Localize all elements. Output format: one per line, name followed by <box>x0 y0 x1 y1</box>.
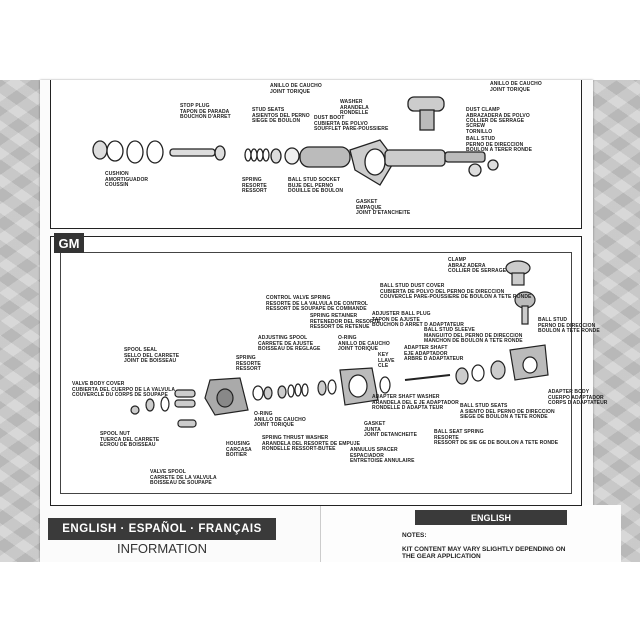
languages-banner: ENGLISH · ESPAÑOL · FRANÇAIS <box>48 518 276 540</box>
label-spring-thrust-washer: SPRING THRUST WASHER ARANDELA DEL RESORT… <box>262 435 361 452</box>
label-ball-stud-sleeve: BALL STUD SLEEVE MANGUITO DEL PERNO DE D… <box>424 327 523 344</box>
label-ball-stud-socket: BALL STUD SOCKET BUJE DEL PERNO DOUILLE … <box>288 177 344 194</box>
english-badge: ENGLISH <box>415 510 567 525</box>
label-cushion: CUSHION AMORTIGUADOR COUSSIN <box>105 171 149 188</box>
label-spool-nut: SPOOL NUT TUERCA DEL CARRETE ECROU DE BO… <box>100 431 160 448</box>
label-gasket-top: GASKET EMPAQUE JOINT D'ETANCHEITE <box>356 199 411 216</box>
label-oring-top-right: ANILLO DE CAUCHO JOINT TORIQUE <box>490 81 542 93</box>
label-stop-plug: STOP PLUG TAPON DE PARADA BOUCHON D'ARRE… <box>180 103 231 120</box>
label-adjusting-spool: ADJUSTING SPOOL CARRETE DE AJUSTE BOISSE… <box>258 335 321 352</box>
label-oring-gm-1: O-RING ANILLO DE CAUCHO JOINT TORIQUE <box>338 335 390 352</box>
label-adapter-body: ADAPTER BODY CUERPO ADAPTADOR CORPS D AD… <box>548 389 608 406</box>
label-clamp: CLAMP ABRAZ ADERA COLLIER DE SERRAGE <box>448 257 507 274</box>
label-ball-stud-gm: BALL STUD PERNO DE DIRECCION BOULON A TE… <box>538 317 600 334</box>
label-adjuster-ball-plug: ADJUSTER BALL PLUG TAPON DE AJUSTE BOUCH… <box>372 311 464 328</box>
label-dust-boot: DUST BOOT CUBIERTA DE POLVO SOUFFLET PAR… <box>314 115 389 132</box>
label-adapter-shaft: ADAPTER SHAFT EJE ADAPTADOR ARBRE D ADAP… <box>404 345 464 362</box>
label-ball-stud-dust-cover: BALL STUD DUST COVER CUBIERTA DE POLVO D… <box>380 283 532 300</box>
label-valve-spool: VALVE SPOOL CARRETE DE LA VALVULA BOISSE… <box>150 469 217 486</box>
label-screw: SCREW TORNILLO <box>466 123 493 135</box>
notes-text: KIT CONTENT MAY VARY SLIGHTLY DEPENDING … <box>402 546 566 560</box>
gm-badge: GM <box>54 233 84 253</box>
label-washer: WASHER ARANDELA RONDELLE <box>340 99 369 116</box>
label-oring-gm-2: O-RING ANILLO DE CAUCHO JOINT TORIQUE <box>254 411 306 428</box>
label-housing: HOUSING CARCASA BOITIER <box>226 441 252 458</box>
label-dust-clamp: DUST CLAMP ABRAZADERA DE POLVO COLLIER D… <box>466 107 530 124</box>
label-oring-top-left: ANILLO DE CAUCHO JOINT TORIQUE <box>270 83 322 95</box>
label-ball-stud-top: BALL STUD PERNO DE DIRECCION BOULON A TE… <box>466 136 533 153</box>
label-adapter-shaft-washer: ADAPTER SHAFT WASHER ARANDELA DEL E JE A… <box>372 394 459 411</box>
information-title: INFORMATION <box>116 541 208 556</box>
label-key: KEY LLAVE CLE <box>378 352 395 369</box>
label-control-valve-spring: CONTROL VALVE SPRING RESORTE DE LA VALVU… <box>266 295 369 312</box>
label-ball-stud-seats: BALL STUD SEATS A SIENTO DEL PERNO DE DI… <box>460 403 555 420</box>
label-annulus-spacer: ANNULUS SPACER ESPACIADOR ENTRETOISE ANN… <box>350 447 415 464</box>
notes-label: NOTES: <box>402 532 427 539</box>
label-gasket-gm: GASKET JUNTA JOINT DETANCHEITE <box>364 421 417 438</box>
label-ball-seat-spring: BALL SEAT SPRING RESORTE RESSORT DE SIE … <box>434 429 559 446</box>
bottom-margin <box>0 562 640 640</box>
label-spring-top: SPRING RESORTE RESSORT <box>242 177 267 194</box>
top-part-cushion <box>92 140 108 160</box>
label-valve-body-cover: VALVE BODY COVER CUBIERTA DEL CUERPO DE … <box>72 381 176 398</box>
gm-diagram-area <box>60 252 572 494</box>
label-spool-seal: SPOOL SEAL SELLO DEL CARRETE JOINT DE BO… <box>124 347 180 364</box>
label-spring-retainer: SPRING RETAINER RETENEDOR DEL RESORTE RE… <box>310 313 381 330</box>
label-spring-gm: SPRING RESORTE RESSORT <box>236 355 261 372</box>
label-stud-seats: STUD SEATS ASIENTOS DEL PERNO SIEGE DE B… <box>252 107 310 124</box>
